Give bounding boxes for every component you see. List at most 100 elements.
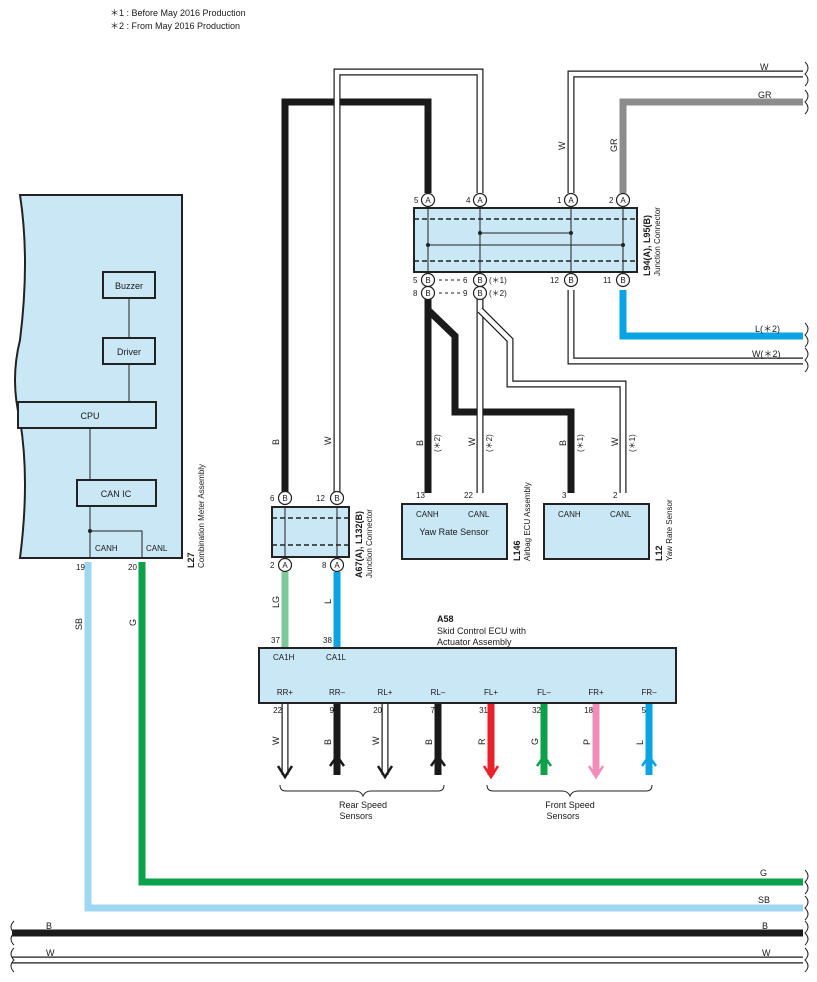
jcm-pin-letter: A bbox=[334, 561, 340, 570]
b-wire-to-yaw[interactable] bbox=[425, 307, 575, 493]
gr-wire-top-right[interactable] bbox=[619, 98, 803, 193]
airbag-id: L146 bbox=[512, 540, 522, 561]
jct-pin-letter: A bbox=[620, 196, 626, 205]
note-1: ＊1 : Before May 2016 Production bbox=[110, 8, 246, 18]
meter-pin-canl: 20 bbox=[128, 563, 137, 572]
jct-bottom-pin-4: 11 bbox=[603, 276, 612, 285]
arrow-up-icon bbox=[535, 753, 553, 767]
w-wire-jc-mid-to-top[interactable] bbox=[333, 68, 484, 493]
terminal-label: RR+ bbox=[277, 688, 294, 697]
meter-canl: CANL bbox=[146, 544, 168, 553]
jct-pin-letter: B bbox=[568, 276, 573, 285]
jct-pin-letter: B bbox=[477, 289, 482, 298]
yaw-box[interactable] bbox=[543, 503, 650, 560]
ecu-terminal-5: FL+31R bbox=[477, 688, 500, 780]
ecu-terminal-7: FR+18P bbox=[582, 688, 605, 780]
jct-pin-letter: B bbox=[425, 289, 430, 298]
b-bus-label-right: B bbox=[762, 921, 768, 931]
can-ic-label: CAN IC bbox=[101, 489, 132, 499]
terminal-wire-color: L bbox=[635, 740, 645, 745]
cpu-label: CPU bbox=[80, 411, 99, 421]
buzzer-block bbox=[102, 271, 156, 299]
jct-top-pin-1: 5 bbox=[414, 196, 419, 205]
l2-label: L(＊2) bbox=[755, 324, 780, 334]
jct-id: L94(A), L95(B) bbox=[642, 215, 652, 276]
yaw-pin-canl: 2 bbox=[613, 491, 618, 500]
jcm-bottom-pin-1: 2 bbox=[270, 561, 275, 570]
jcm-w-label: W bbox=[323, 436, 333, 445]
airbag-canl: CANL bbox=[468, 510, 490, 519]
junction-connector-top: A A A A 5 4 1 2 B B B B 5 6 (＊1) 12 11 B… bbox=[413, 192, 662, 301]
ecu-terminal-1: RR+ 22W bbox=[271, 688, 294, 780]
l-wire-star2[interactable] bbox=[619, 290, 803, 340]
jcm-pin-letter: B bbox=[282, 494, 287, 503]
yaw-b-label: B bbox=[558, 440, 568, 446]
cpu-block bbox=[17, 401, 157, 429]
jcm-top-pin-2: 12 bbox=[316, 494, 325, 503]
airbag-w-star: (＊2) bbox=[485, 434, 494, 452]
arrow-up-icon bbox=[640, 753, 658, 767]
w-wire-to-yaw[interactable] bbox=[477, 307, 627, 493]
note-2: ＊2 : From May 2016 Production bbox=[110, 21, 240, 31]
terminal-pin: 20 bbox=[373, 706, 382, 715]
junction-connector-mid: B B A A 6 12 2 8 A67(A), L132(B) Junctio… bbox=[270, 490, 374, 578]
terminal-pin: 22 bbox=[273, 706, 282, 715]
terminal-label: RR– bbox=[329, 688, 346, 697]
jc-top-box[interactable] bbox=[413, 207, 638, 273]
jc-top-right-wires: W GR W GR L(＊2) W(＊2) bbox=[557, 62, 803, 365]
terminal-wire-color: G bbox=[530, 738, 540, 745]
w2-label: W(＊2) bbox=[752, 349, 781, 359]
jct-bottom2-pin-2: 9 bbox=[463, 289, 468, 298]
arrow-down-icon bbox=[482, 765, 500, 780]
skid-control-ecu: A58 Skid Control ECU with Actuator Assem… bbox=[258, 614, 677, 780]
w-bus-label-left: W bbox=[46, 948, 55, 958]
terminal-label: FL– bbox=[537, 688, 551, 697]
sb-wire[interactable] bbox=[84, 562, 803, 912]
front-group-l2: Sensors bbox=[546, 811, 580, 821]
terminal-wire-color: W bbox=[271, 736, 281, 745]
airbag-box[interactable] bbox=[401, 503, 508, 560]
ecu-pin-ca1l: 38 bbox=[323, 636, 332, 645]
jcm-l-label: L bbox=[323, 599, 333, 604]
b-wire-jc-mid-to-top[interactable] bbox=[281, 98, 432, 493]
ecu-ca1h: CA1H bbox=[273, 653, 295, 662]
meter-g-label: G bbox=[128, 619, 138, 626]
arrow-up-icon bbox=[328, 753, 346, 767]
meter-pin-canh: 19 bbox=[76, 563, 85, 572]
yaw-w-label: W bbox=[610, 437, 620, 446]
b-bus-label-left: B bbox=[46, 921, 52, 931]
gr-top-label: GR bbox=[758, 90, 772, 100]
jct-top-pin-2: 4 bbox=[466, 196, 471, 205]
jct-pin-letter: B bbox=[620, 276, 625, 285]
jct-pin-letter: B bbox=[425, 276, 430, 285]
meter-name: Combination Meter Assembly bbox=[197, 464, 206, 568]
g-wire[interactable] bbox=[138, 562, 803, 886]
meter-can-wires: G SB SB G bbox=[74, 562, 803, 912]
airbag-pin-canl: 22 bbox=[464, 491, 473, 500]
jcm-pin-letter: A bbox=[282, 561, 288, 570]
sensor-wires: B (＊2) W (＊2) B (＊1) W (＊1) bbox=[415, 298, 637, 493]
terminal-label: FL+ bbox=[484, 688, 498, 697]
yaw-pin-canh: 3 bbox=[562, 491, 567, 500]
ecu-terminal-8: FR–5L bbox=[635, 688, 657, 775]
airbag-pin-canh: 13 bbox=[416, 491, 425, 500]
terminal-label: FR– bbox=[641, 688, 657, 697]
ecu-ca1l: CA1L bbox=[326, 653, 347, 662]
terminal-label: RL– bbox=[431, 688, 446, 697]
terminal-wire-color: B bbox=[323, 739, 333, 745]
rear-group-l2: Sensors bbox=[339, 811, 373, 821]
rear-group-l1: Rear Speed bbox=[339, 800, 387, 810]
yaw-rate-sensor: 3 2 CANH CANL L12 Yaw Rate Sensor bbox=[543, 491, 674, 561]
terminal-wire-color: W bbox=[371, 736, 381, 745]
jct-top-pin-3: 1 bbox=[557, 196, 562, 205]
yaw-canh: CANH bbox=[558, 510, 581, 519]
yaw-name: Yaw Rate Sensor bbox=[665, 499, 674, 561]
jcm-bottom-pin-2: 8 bbox=[322, 561, 327, 570]
break-mark-left-b bbox=[10, 920, 15, 946]
sensor-groups: Rear Speed Sensors Front Speed Sensors bbox=[279, 784, 653, 821]
can-ic-block bbox=[76, 479, 157, 507]
ecu-id: A58 bbox=[437, 614, 454, 624]
jcm-top-pin-1: 6 bbox=[270, 494, 275, 503]
jct-star1: (＊1) bbox=[489, 276, 507, 285]
ecu-box[interactable] bbox=[258, 647, 677, 704]
